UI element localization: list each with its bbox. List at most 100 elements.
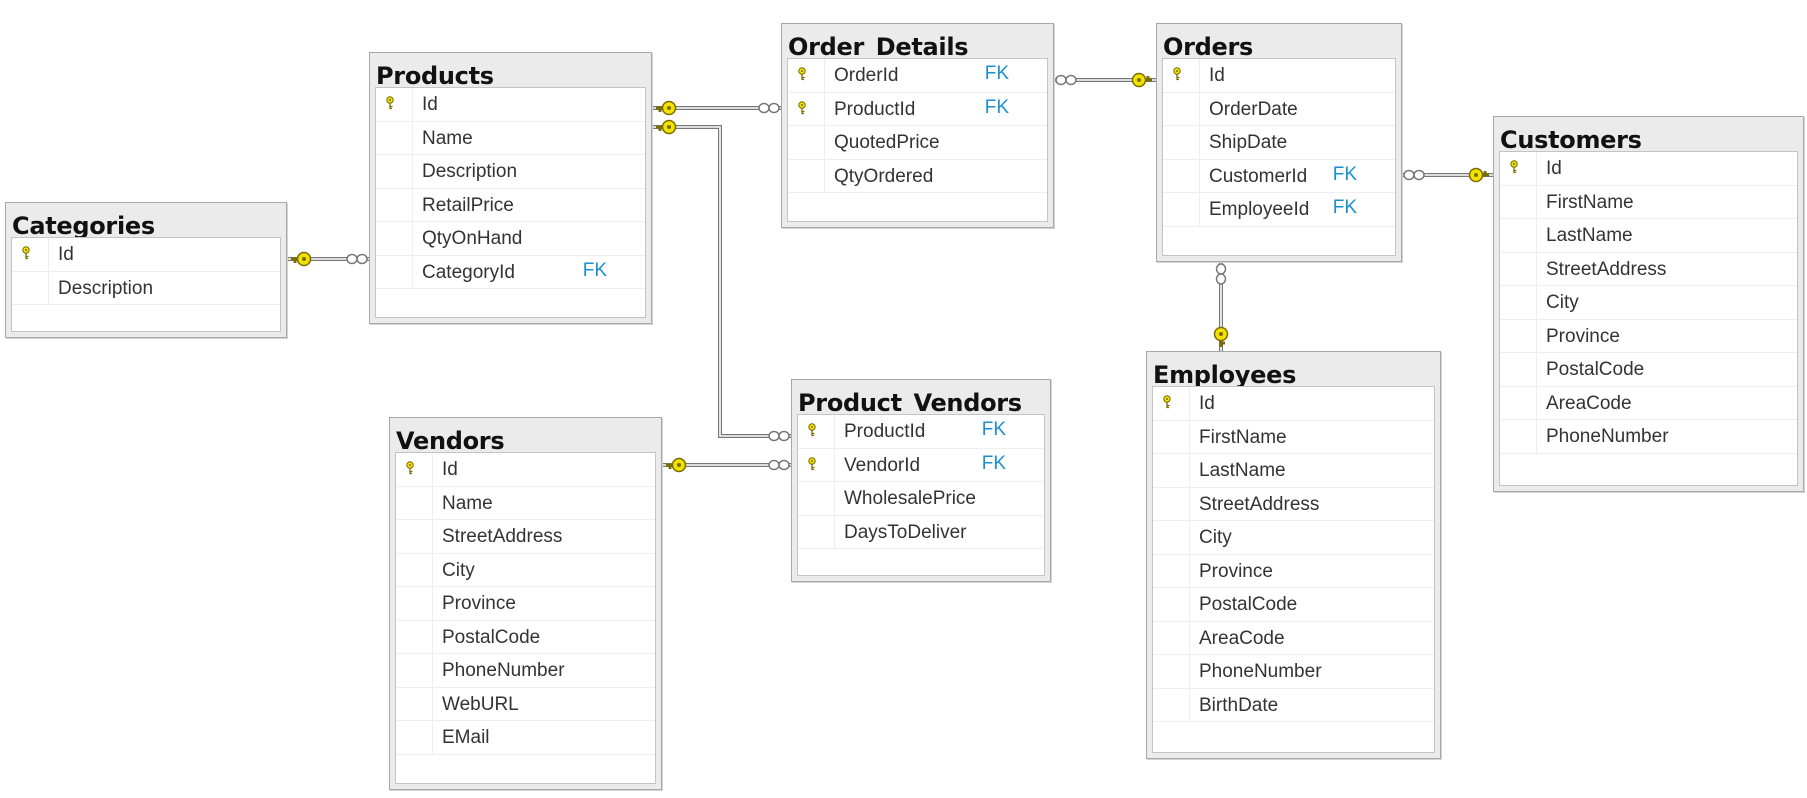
row-selector[interactable] (798, 482, 835, 515)
row-selector[interactable] (1153, 420, 1190, 453)
column-row[interactable]: AreaCode (1500, 386, 1797, 420)
row-selector[interactable] (1500, 286, 1537, 319)
row-selector[interactable] (396, 654, 433, 687)
row-selector[interactable] (1153, 621, 1190, 654)
relationship-products-order-details[interactable] (652, 100, 781, 116)
row-selector[interactable] (12, 271, 49, 304)
column-row[interactable]: PostalCode (1153, 588, 1434, 622)
row-selector[interactable] (1163, 159, 1200, 192)
row-selector[interactable] (1153, 688, 1190, 721)
column-row[interactable]: DaysToDeliver (798, 515, 1044, 549)
column-row[interactable]: QtyOnHand (376, 222, 645, 256)
column-row[interactable]: Description (376, 155, 645, 189)
relationship-products-product-vendors[interactable] (652, 119, 791, 442)
table-title[interactable]: Employees (1153, 361, 1297, 386)
column-row[interactable]: Id (376, 88, 645, 122)
column-row[interactable]: Id (396, 453, 655, 487)
column-row[interactable]: Description (12, 271, 280, 305)
column-row[interactable]: City (396, 553, 655, 587)
row-selector[interactable] (376, 88, 413, 121)
row-selector[interactable] (1153, 655, 1190, 688)
row-selector[interactable] (1500, 185, 1537, 218)
row-selector[interactable] (396, 620, 433, 653)
column-row[interactable]: Id (1163, 59, 1395, 93)
row-selector[interactable] (396, 520, 433, 553)
row-selector[interactable] (376, 121, 413, 154)
row-selector[interactable] (396, 721, 433, 754)
column-row[interactable]: PhoneNumber (1500, 420, 1797, 454)
row-selector[interactable] (1153, 554, 1190, 587)
row-selector[interactable] (1500, 219, 1537, 252)
column-row[interactable]: LastName (1500, 219, 1797, 253)
row-selector[interactable] (798, 448, 835, 481)
row-selector[interactable] (1500, 252, 1537, 285)
table-title[interactable]: Vendors (396, 427, 505, 452)
column-row[interactable]: StreetAddress (1153, 487, 1434, 521)
row-selector[interactable] (396, 587, 433, 620)
table-title[interactable]: Orders (1163, 33, 1254, 58)
row-selector[interactable] (1163, 92, 1200, 125)
row-selector[interactable] (788, 159, 825, 192)
column-row[interactable]: Id (1500, 152, 1797, 186)
column-row[interactable]: PostalCode (396, 620, 655, 654)
column-row[interactable]: Name (376, 121, 645, 155)
row-selector[interactable] (788, 59, 825, 92)
row-selector[interactable] (376, 222, 413, 255)
column-row[interactable]: PostalCode (1500, 353, 1797, 387)
row-selector[interactable] (1500, 152, 1537, 185)
column-row[interactable]: BirthDate (1153, 688, 1434, 722)
table-title[interactable]: Categories (12, 212, 155, 237)
column-row[interactable]: QtyOrdered (788, 159, 1047, 193)
row-selector[interactable] (798, 415, 835, 448)
row-selector[interactable] (1153, 387, 1190, 420)
row-selector[interactable] (376, 155, 413, 188)
row-selector[interactable] (396, 553, 433, 586)
column-row[interactable]: FirstName (1500, 185, 1797, 219)
relationship-employees-orders[interactable] (1213, 262, 1229, 351)
column-row[interactable]: WholesalePrice (798, 482, 1044, 516)
column-row[interactable]: City (1153, 521, 1434, 555)
row-selector[interactable] (376, 255, 413, 288)
relationship-categories-products[interactable] (287, 251, 369, 267)
column-row[interactable]: PhoneNumber (1153, 655, 1434, 689)
row-selector[interactable] (376, 188, 413, 221)
table-title[interactable]: Order_Details (788, 33, 969, 58)
relationship-orders-order-details[interactable] (1054, 72, 1156, 88)
column-row[interactable]: AreaCode (1153, 621, 1434, 655)
row-selector[interactable] (1163, 59, 1200, 92)
table-title[interactable]: Product_Vendors (798, 389, 1022, 414)
column-row[interactable]: City (1500, 286, 1797, 320)
column-row[interactable]: QuotedPrice (788, 126, 1047, 160)
row-selector[interactable] (1500, 353, 1537, 386)
row-selector[interactable] (1153, 487, 1190, 520)
row-selector[interactable] (396, 687, 433, 720)
row-selector[interactable] (396, 486, 433, 519)
row-selector[interactable] (1500, 420, 1537, 453)
table-title[interactable]: Products (376, 62, 494, 87)
column-row[interactable]: Name (396, 486, 655, 520)
row-selector[interactable] (798, 515, 835, 548)
table-title[interactable]: Customers (1500, 126, 1642, 151)
row-selector[interactable] (788, 126, 825, 159)
column-row[interactable]: RetailPrice (376, 188, 645, 222)
row-selector[interactable] (1153, 521, 1190, 554)
column-row[interactable]: StreetAddress (396, 520, 655, 554)
column-row[interactable]: Id (12, 238, 280, 272)
column-row[interactable]: Province (1500, 319, 1797, 353)
relationship-vendors-product-vendors[interactable] (662, 457, 791, 473)
column-row[interactable]: Province (396, 587, 655, 621)
row-selector[interactable] (1500, 386, 1537, 419)
